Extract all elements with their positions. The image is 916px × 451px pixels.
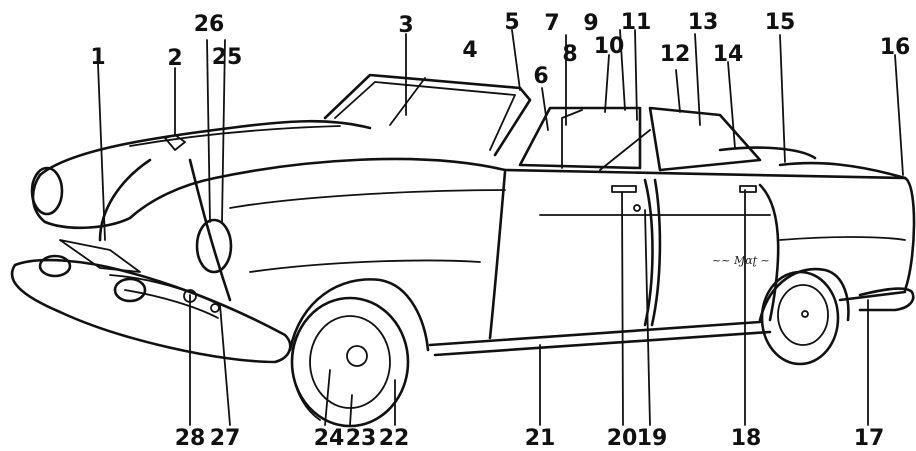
headlight-left	[30, 166, 64, 216]
callout-28: 28	[174, 426, 206, 451]
callout-1: 1	[90, 45, 106, 70]
callout-3: 3	[398, 13, 414, 38]
windshield-and-windows	[323, 73, 817, 172]
callout-17: 17	[853, 426, 885, 451]
front-wheel	[288, 278, 430, 428]
callout-4: 4	[462, 38, 478, 63]
callout-11: 11	[620, 10, 652, 35]
callout-13: 13	[687, 10, 719, 35]
callout-22: 22	[378, 426, 410, 451]
callout-26: 26	[193, 12, 225, 37]
callout-7: 7	[544, 11, 560, 36]
callout-6: 6	[533, 64, 549, 89]
callout-27: 27	[209, 426, 241, 451]
callout-12: 12	[659, 42, 691, 67]
callout-14: 14	[712, 42, 744, 67]
callout-16: 16	[879, 35, 911, 60]
callout-8: 8	[562, 42, 578, 67]
car-body	[30, 119, 916, 357]
rear-bumper	[858, 287, 915, 312]
callout-5: 5	[504, 10, 520, 35]
signature-script: ~~ Ɱɑʈ ~	[712, 254, 770, 267]
headlight-right	[195, 218, 233, 274]
callout-9: 9	[583, 11, 599, 36]
leader-lines	[97, 29, 904, 426]
callout-10: 10	[593, 34, 625, 59]
callout-18: 18	[730, 426, 762, 451]
callout-21: 21	[524, 426, 556, 451]
callout-23: 23	[345, 426, 377, 451]
rear-wheel	[758, 267, 850, 366]
callout-2: 2	[167, 46, 183, 71]
callout-19: 19	[636, 426, 668, 451]
callout-20: 20	[606, 426, 638, 451]
door-details	[611, 185, 757, 212]
callout-15: 15	[764, 10, 796, 35]
callout-24: 24	[313, 426, 345, 451]
callout-25: 25	[211, 45, 243, 70]
